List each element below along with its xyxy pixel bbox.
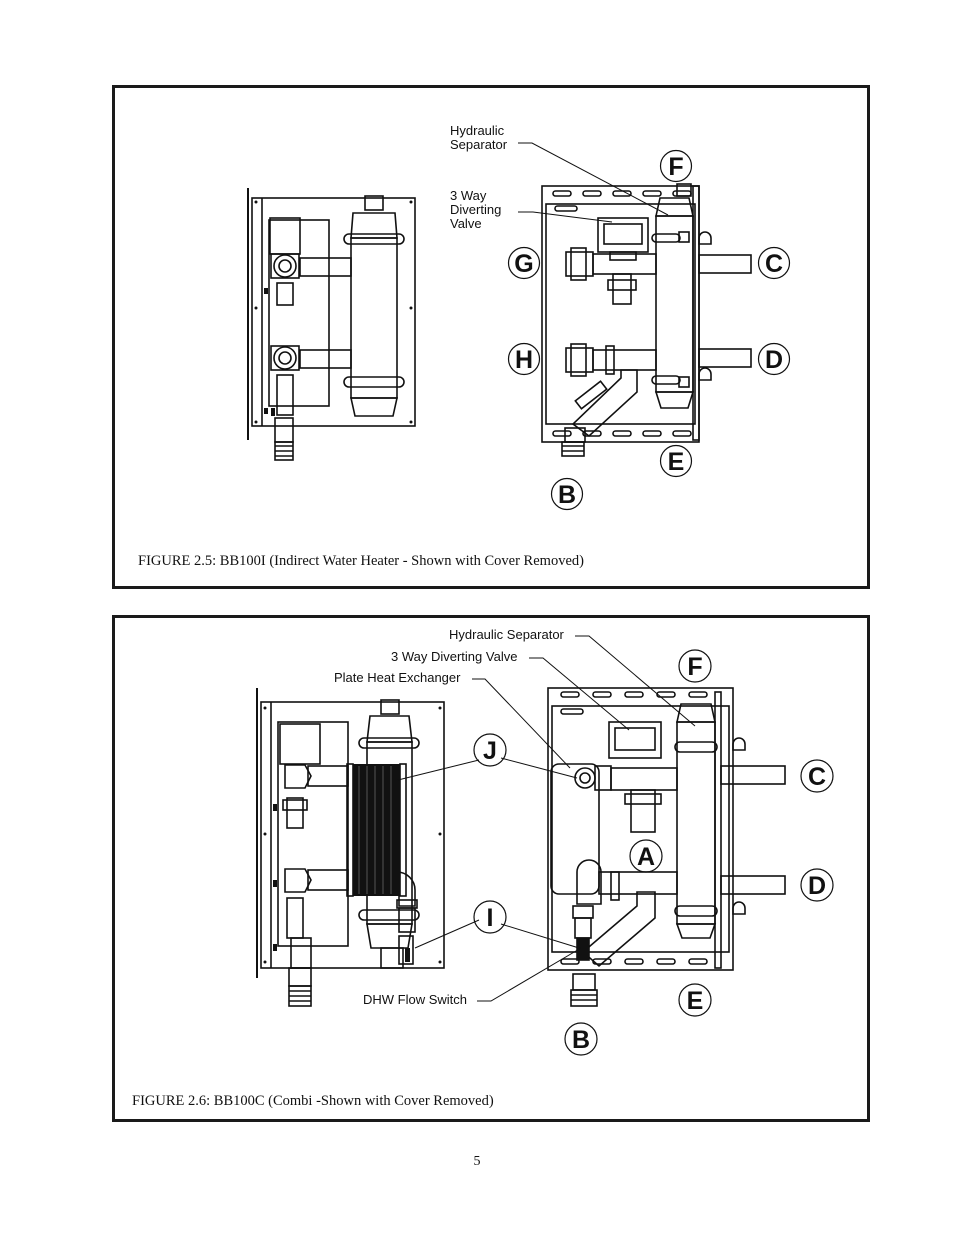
- callout-dhw-flow-switch: DHW Flow Switch: [363, 992, 468, 1007]
- callout-letter-j: J: [483, 737, 497, 765]
- callout-text-line: Valve: [450, 216, 482, 231]
- callout-letter-c: C: [765, 250, 783, 278]
- callout-letter-c: C: [808, 763, 826, 791]
- callout-letter-f: F: [687, 653, 702, 681]
- callout-letter-e: E: [687, 987, 704, 1015]
- callout-text-line: Hydraulic: [450, 123, 505, 138]
- bb100c-drawing: F J C A D I E B: [256, 635, 834, 1056]
- callout-letter-g: G: [514, 250, 533, 278]
- callout-hydraulic-separator: Hydraulic Separator: [449, 627, 564, 642]
- callout-letter-b: B: [558, 481, 576, 509]
- callout-diverting-valve: 3 Way Diverting Valve: [450, 189, 501, 231]
- callout-text-line: 3 Way: [450, 188, 487, 203]
- callout-letter-e: E: [668, 448, 685, 476]
- callout-plate-heat-exchanger: Plate Heat Exchanger: [334, 670, 461, 685]
- callout-letter-f: F: [668, 153, 683, 181]
- figure-caption: FIGURE 2.5: BB100I (Indirect Water Heate…: [138, 553, 584, 569]
- callout-text-line: Separator: [450, 137, 508, 152]
- callout-letter-a: A: [637, 843, 655, 871]
- callout-hydraulic-separator: Hydraulic Separator: [450, 124, 507, 152]
- bb100i-drawing: F G C H D E B: [247, 142, 791, 511]
- callout-text-line: Diverting: [450, 202, 502, 217]
- callout-letter-h: H: [515, 346, 533, 374]
- figure-bb100c: F J C A D I E B Hydraulic Separator 3 Wa…: [112, 615, 870, 1122]
- page-number: 5: [473, 1154, 481, 1169]
- callout-letter-b: B: [572, 1026, 590, 1054]
- callout-letter-d: D: [765, 346, 783, 374]
- callout-diverting-valve: 3 Way Diverting Valve: [391, 649, 518, 664]
- figure-caption: FIGURE 2.6: BB100C (Combi -Shown with Co…: [132, 1093, 494, 1109]
- callout-letter-i: I: [487, 904, 494, 932]
- callout-letter-d: D: [808, 872, 826, 900]
- figure-bb100i: F G C H D E B Hydraulic Separator 3 Way …: [112, 85, 870, 589]
